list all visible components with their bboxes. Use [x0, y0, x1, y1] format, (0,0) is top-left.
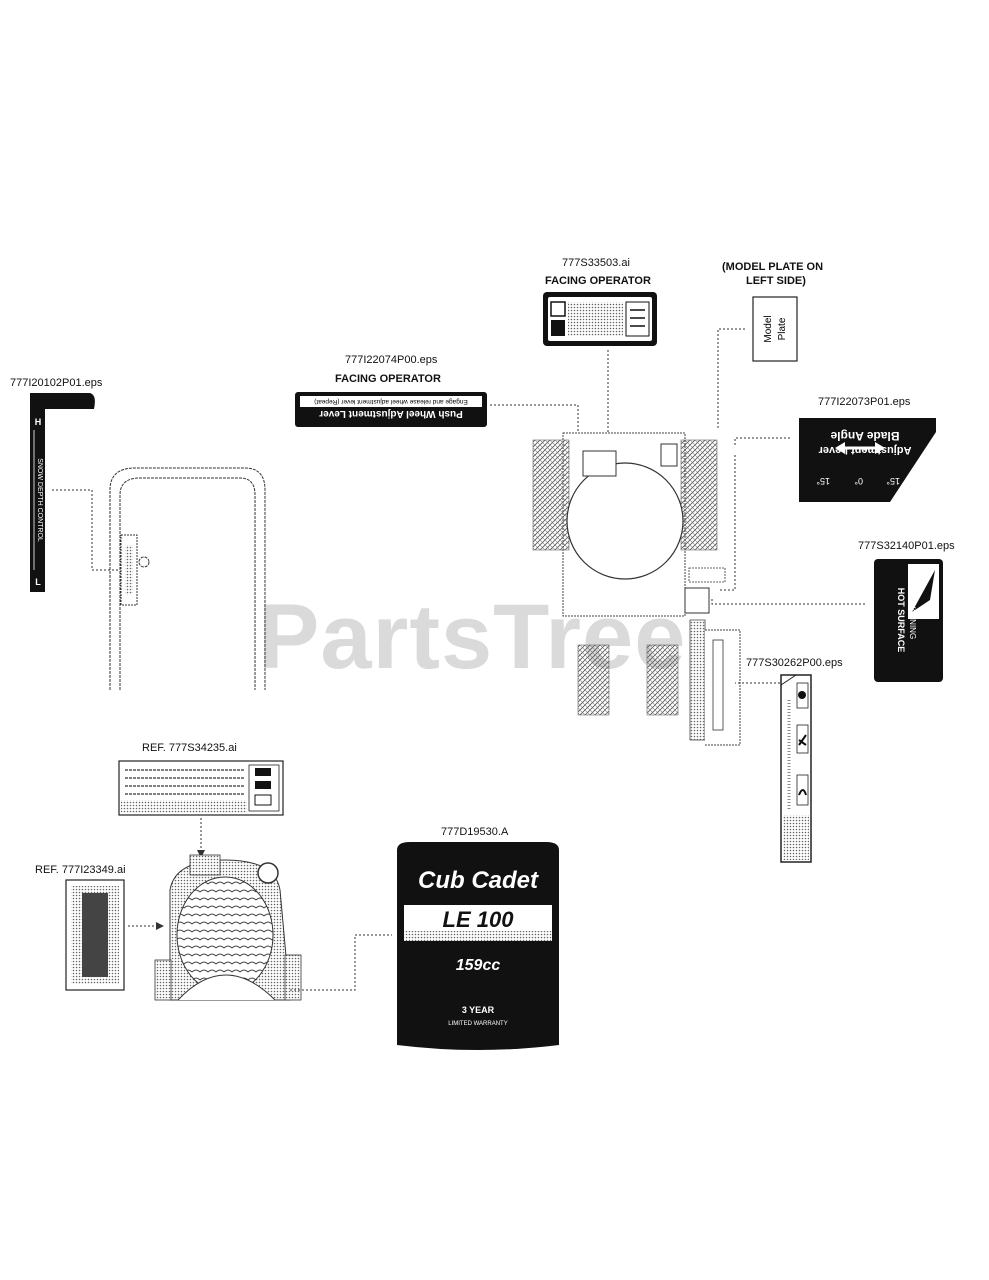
- push-wheel-subtext: Engage and release wheel adjustment leve…: [314, 398, 468, 405]
- model-plate-text-1: Model: [763, 315, 774, 342]
- brand-logo-text: Cub Cadet: [418, 867, 539, 894]
- blade-angle-0: 0°: [854, 476, 863, 486]
- part-label-777I22073P01: 777I22073P01.eps: [818, 396, 911, 408]
- engine-front-view: [154, 854, 302, 1001]
- handle-assembly: [109, 467, 266, 690]
- push-wheel-text: Push Wheel Adjustment Lever: [319, 408, 463, 419]
- decal-777S34235: [118, 760, 284, 816]
- model-plate-note-2: LEFT SIDE): [746, 275, 806, 287]
- tractor-top-view: [532, 432, 741, 746]
- part-label-777S30262P00: 777S30262P00.eps: [746, 657, 843, 669]
- facing-operator-top: FACING OPERATOR: [545, 275, 651, 287]
- decal-777I20102P01: H L SNOW DEPTH CONTROL: [30, 393, 95, 592]
- part-label-777I23349: REF. 777I23349.ai: [35, 864, 126, 876]
- decal-777I22073P01: Blade Angle Adjustment Lever 15° 0° 15°: [799, 418, 936, 502]
- blade-angle-text-1: Blade Angle: [830, 429, 899, 443]
- depth-control-h: H: [35, 417, 42, 427]
- decal-777D19530: Cub Cadet LE 100 159cc 3 YEAR LIMITED WA…: [397, 842, 559, 1050]
- decal-777I22074P00: Engage and release wheel adjustment leve…: [295, 392, 487, 427]
- model-text: LE 100: [443, 907, 515, 932]
- warranty-text-1: 3 YEAR: [462, 1005, 495, 1015]
- model-plate-text-2: Plate: [777, 317, 788, 340]
- hot-surface-warning: WARNING: [908, 601, 917, 639]
- part-label-777S33503: 777S33503.ai: [562, 257, 630, 269]
- decal-777S30262P00: [780, 674, 812, 863]
- blade-angle-text-2: Adjustment Lever: [818, 444, 912, 456]
- part-label-777I22074P00: 777I22074P00.eps: [345, 354, 438, 366]
- blade-angle-15-right: 15°: [816, 476, 830, 486]
- part-label-777S34235: REF. 777S34235.ai: [142, 742, 237, 754]
- engine-size-text: 159cc: [456, 957, 501, 974]
- decal-777S33503: [543, 292, 657, 346]
- blade-angle-15-left: 15°: [886, 476, 900, 486]
- part-label-777D19530: 777D19530.A: [441, 826, 509, 838]
- part-label-777S32140P01: 777S32140P01.eps: [858, 540, 955, 552]
- model-plate-note-1: (MODEL PLATE ON: [722, 261, 824, 273]
- part-label-777I20102P01: 777I20102P01.eps: [10, 377, 103, 389]
- model-plate: Model Plate: [752, 296, 798, 362]
- facing-operator-left: FACING OPERATOR: [335, 373, 441, 385]
- hot-surface-text: HOT SURFACE: [896, 588, 906, 653]
- warranty-text-2: LIMITED WARRANTY: [448, 1021, 507, 1027]
- depth-control-text: SNOW DEPTH CONTROL: [36, 458, 43, 542]
- decal-777S32140P01: HOT SURFACE WARNING: [874, 559, 943, 682]
- decal-777I23349: [65, 879, 125, 991]
- depth-control-l: L: [35, 577, 41, 587]
